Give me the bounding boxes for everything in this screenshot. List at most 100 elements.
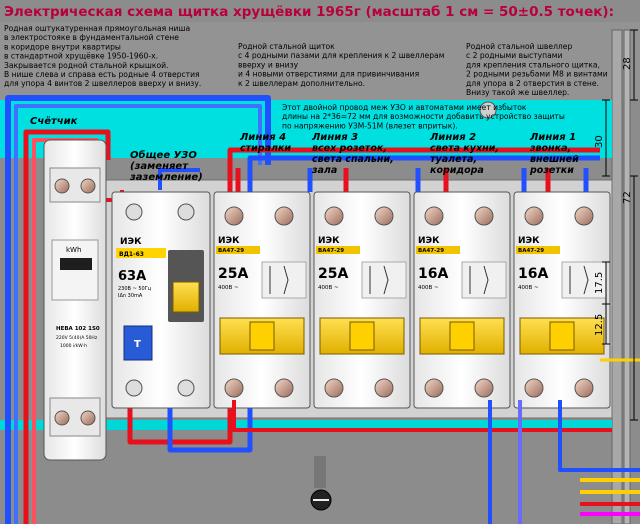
note-shield-line: Родной стальной щиток: [238, 42, 335, 51]
line-label-title: Линия 4: [239, 132, 286, 143]
breaker-model: ВА47-29: [218, 248, 244, 254]
breaker-schematic-lines: [469, 265, 489, 295]
breaker-schematic-area: [561, 261, 607, 299]
rcd-screw-2: [177, 203, 195, 221]
rcd-test-label: T: [134, 339, 141, 350]
note-wire-line: Этот двойной провод меж УЗО и автоматами…: [282, 103, 527, 112]
breaker-brand: ИЭК: [418, 236, 440, 246]
rcd-model-strip: [116, 248, 166, 258]
breaker-model: ВА47-29: [518, 248, 544, 254]
meter-counter: [60, 258, 92, 270]
bottom-wiring: [232, 358, 640, 524]
breaker-screw-top-a: [324, 206, 344, 226]
wire-blue-rcd: [158, 168, 200, 190]
note-channel-line: Родной стальной швеллер: [466, 42, 572, 51]
breaker-voltage: 400В ~: [318, 285, 339, 291]
breaker-schematic-area: [261, 261, 307, 299]
meter-screw-1: [54, 178, 70, 194]
breaker-lever-grip: [549, 321, 575, 351]
breaker-model-strip: [216, 246, 260, 254]
rcd-screw-1: [125, 203, 143, 221]
wire-red-meter-in: [23, 129, 111, 524]
meter-unit: kWh: [66, 246, 81, 254]
note-channel-line: 2 родными резьбами M8 и винтами: [466, 70, 608, 79]
line-label-desc: внешней: [530, 154, 579, 165]
line-label-desc: туалета,: [430, 154, 477, 165]
breaker-rating: 16A: [418, 266, 448, 282]
meter-spec1: 220V 5(40)A 50Hz: [56, 335, 98, 341]
breaker-lever-grip: [249, 321, 275, 351]
channel-right-edge: [623, 29, 631, 524]
note-shield-line: и 4 новыми отверстиями для привинчивания: [238, 70, 419, 79]
breaker-voltage: 400В ~: [418, 285, 439, 291]
rcd-screw-4: [177, 379, 195, 397]
rcd-group-label-line: (заменяет: [130, 161, 189, 172]
breaker-schematic-lines: [569, 265, 589, 295]
meter-label: Счётчик: [30, 115, 78, 127]
breaker-rating: 16A: [518, 266, 548, 282]
wire-blue-outer2: [14, 104, 262, 524]
meter-screw-2: [80, 178, 96, 194]
note-channel-line: с 2 родными выступами: [466, 51, 562, 60]
note-niche-line: для упора 4 винтов 2 швеллеров вверху и …: [4, 79, 201, 88]
breaker-body: [313, 191, 411, 409]
page-title: Электрическая схема щитка хрущёвки 1965г…: [4, 4, 614, 20]
breaker-screw-bottom-b: [474, 378, 494, 398]
line-label-title: Линия 1: [529, 132, 576, 143]
rcd-spec1: 230В ~ 50Гц: [118, 286, 152, 292]
breaker-screw-bottom-a: [324, 378, 344, 398]
channel-screw-icon: [479, 101, 497, 119]
breaker-schematic-lines: [369, 265, 389, 295]
dim-label: 12.5: [594, 314, 605, 336]
rcd-spec2: IΔn 30mA: [118, 293, 143, 299]
line-label-desc: света кухни,: [430, 143, 499, 154]
breaker-screw-bottom-a: [524, 378, 544, 398]
breaker-model: ВА47-29: [318, 248, 344, 254]
line-label-desc: зала: [311, 165, 337, 176]
breaker-body: [513, 191, 611, 409]
meter-model: НЕВА 102 1S0: [56, 326, 100, 332]
line-label-desc: звонка,: [529, 143, 571, 154]
rcd-lever[interactable]: [172, 281, 200, 313]
breaker-screw-top-a: [424, 206, 444, 226]
bottom-channel-band: [0, 420, 612, 430]
note-niche-line: В нише слева и справа есть родные 4 отве…: [4, 70, 200, 79]
dim-label: 17.5: [594, 272, 605, 294]
meter-spec2: 1000 i/kW·h: [60, 343, 87, 349]
note-niche-line: в коридоре внутри квартиры: [4, 42, 121, 51]
breaker-schematic-area: [361, 261, 407, 299]
note-wire-line: длины на 2*36=72 мм для возможности доба…: [282, 112, 565, 121]
breaker-body: [213, 191, 311, 409]
breaker-voltage: 400В ~: [218, 285, 239, 291]
breaker-brand: ИЭК: [318, 236, 340, 246]
breaker-brand: ИЭК: [518, 236, 540, 246]
line-label-title: Линия 3: [311, 132, 358, 143]
ground-post: [314, 456, 326, 488]
line-label-desc: розетки: [529, 165, 574, 176]
breaker-lever-grip: [349, 321, 375, 351]
wire-red-bus-top: [127, 147, 600, 445]
breaker-rating: 25A: [218, 266, 248, 282]
breaker-screw-bottom-a: [424, 378, 444, 398]
breaker-screw-top-b: [574, 206, 594, 226]
breaker-screw-top-b: [274, 206, 294, 226]
rcd-test-button[interactable]: [123, 325, 153, 361]
line-label-desc: света спальни,: [312, 154, 394, 165]
wiring: [5, 95, 600, 524]
note-niche-line: в электростояке в фундаментальной стене: [4, 33, 179, 42]
note-wire-line: по напряжению УЗМ-51М (влезет впритык).: [282, 121, 458, 130]
meter-screw-3: [54, 410, 70, 426]
wire-blue-bus-top: [167, 155, 600, 453]
breaker-screw-top-b: [374, 206, 394, 226]
line-label-desc: стиралки: [240, 143, 291, 154]
rcd-group-label-line: Общее УЗО: [130, 149, 197, 161]
note-channel-line: для упора в 2 отверстия в стене.: [466, 79, 599, 88]
